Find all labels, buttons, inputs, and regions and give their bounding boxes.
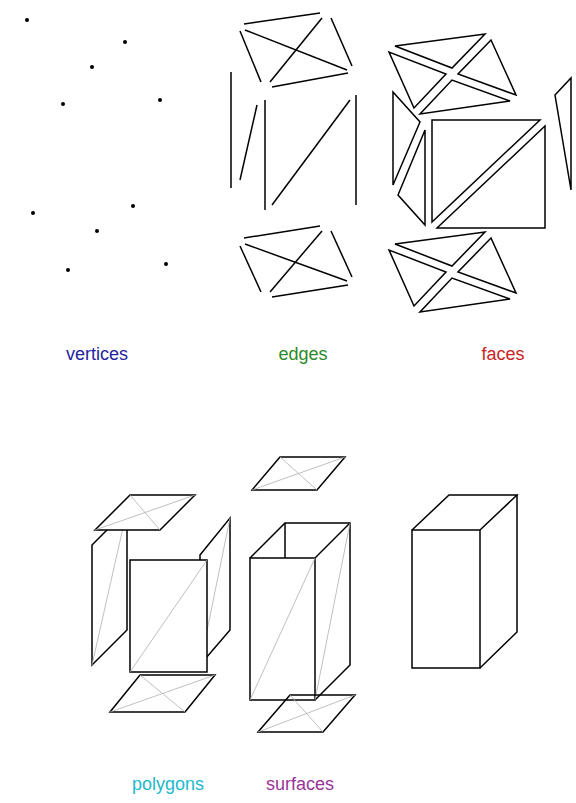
- surface-box: [250, 457, 355, 732]
- surface-box: [315, 523, 350, 558]
- face-triangles: [389, 52, 446, 108]
- face-triangles: [389, 250, 446, 306]
- polygon-panels: [130, 560, 207, 672]
- vertex-dots: [123, 40, 127, 44]
- element-label: polygons: [132, 773, 204, 795]
- face-triangles: [393, 92, 420, 185]
- vertex-dots: [66, 268, 70, 272]
- vertex-dots: [31, 211, 35, 215]
- solid-cube: [412, 495, 517, 668]
- edge-segments: [355, 95, 357, 205]
- face-triangles: [458, 238, 516, 293]
- face-triangles: [395, 34, 485, 68]
- face-triangles: [437, 126, 545, 228]
- face-triangles: [432, 120, 540, 222]
- edge-segments: [240, 31, 261, 82]
- surface-box: [258, 695, 355, 732]
- edge-segments: [270, 231, 322, 292]
- polygon-panels: [110, 675, 215, 712]
- polygon-panels: [130, 560, 207, 672]
- element-label: surfaces: [266, 773, 334, 795]
- element-label: vertices: [66, 343, 128, 365]
- face-triangles: [398, 130, 425, 225]
- face-triangles: [395, 34, 485, 68]
- vertex-dots: [95, 229, 99, 233]
- edge-segments: [331, 231, 352, 277]
- edge-segments: [244, 13, 320, 24]
- polygon-panels: [95, 495, 195, 530]
- polygon-panels: [130, 495, 160, 530]
- face-triangles: [458, 238, 516, 293]
- surface-box: [290, 695, 323, 732]
- edge-segments: [264, 100, 266, 210]
- vertex-dots: [25, 18, 168, 272]
- face-triangles: [420, 278, 510, 312]
- element-label: faces: [481, 343, 524, 365]
- element-label: edges: [278, 343, 327, 365]
- polygon-panels: [140, 675, 185, 712]
- polygon-panels: [95, 495, 195, 530]
- face-triangles: [389, 52, 446, 108]
- solid-cube: [480, 495, 517, 668]
- polygon-panels: [110, 675, 215, 712]
- surface-box: [250, 558, 315, 700]
- solid-cube: [412, 530, 480, 668]
- surface-box: [250, 523, 350, 700]
- vertex-dots: [90, 65, 94, 69]
- vertex-dots: [158, 98, 162, 102]
- solid-cube: [412, 495, 517, 530]
- face-triangles: [395, 232, 485, 266]
- surface-box: [258, 695, 355, 732]
- face-triangles: [458, 40, 516, 95]
- edge-segments: [272, 73, 348, 87]
- edge-segments: [240, 246, 261, 292]
- face-triangles: [420, 80, 510, 114]
- face-triangles: [395, 232, 485, 266]
- surface-box: [250, 558, 315, 700]
- face-triangles: [555, 78, 571, 190]
- polygon-panels: [92, 495, 230, 712]
- surface-box: [284, 523, 286, 560]
- face-triangles: [458, 40, 516, 95]
- edge-segments: [270, 18, 322, 82]
- surface-box: [252, 457, 345, 490]
- surface-box: [280, 457, 317, 490]
- edge-segments: [331, 18, 352, 66]
- face-triangles: [420, 80, 510, 114]
- face-triangles: [389, 250, 446, 306]
- edge-segments: [240, 105, 257, 180]
- surface-box: [315, 523, 350, 700]
- edge-segments: [230, 72, 232, 188]
- vertex-dots: [61, 102, 65, 106]
- edge-segments: [272, 285, 348, 297]
- vertex-dots: [164, 262, 168, 266]
- face-triangles: [420, 278, 510, 312]
- polygon-panels: [92, 510, 127, 665]
- vertex-dots: [131, 204, 135, 208]
- surface-box: [252, 457, 345, 490]
- edge-segments: [231, 13, 356, 297]
- edge-segments: [272, 100, 350, 205]
- edge-segments: [244, 226, 320, 238]
- face-triangles: [389, 34, 571, 312]
- polygon-panels: [92, 510, 127, 665]
- vertex-dots: [25, 18, 29, 22]
